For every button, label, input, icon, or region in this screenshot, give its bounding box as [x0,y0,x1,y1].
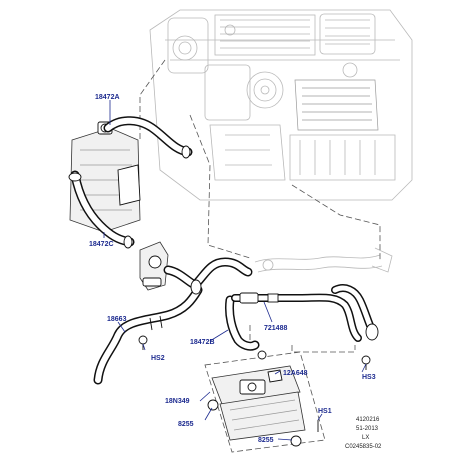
reference-line-3: LX [362,435,369,441]
hose-18472B [225,295,260,351]
reference-line-2: 51-2013 [356,426,379,432]
label-18472A: 18472A [95,94,120,101]
hvac-housing-illustration [149,9,413,273]
label-8255-upper: 8255 [178,421,194,428]
label-HS3: HS3 [362,374,376,381]
hose-18663 [93,285,203,385]
label-18N349: 18N349 [165,398,190,405]
label-18472C: 18472C [89,241,114,248]
label-18663: 18663 [107,316,127,323]
reference-block: 4120216 51-2013 LX C0245835-02 [345,417,382,450]
heater-assembly-18N349 [204,351,326,453]
label-12A648: 12A648 [283,370,308,377]
reference-line-4: C0245835-02 [345,444,382,450]
coolant-pump [139,241,169,291]
reference-line-1: 4120216 [356,417,380,423]
label-721488: 721488 [264,325,287,332]
callout-labels: 18472A 18472C 18663 HS2 18472B 721488 12… [89,94,376,444]
hose-18472C [68,170,135,249]
label-8255-lower: 8255 [258,437,274,444]
hose-upper-mid [163,257,253,295]
label-18472B: 18472B [190,339,215,346]
pipe-721488 [231,284,379,342]
hose-18472A [103,116,193,159]
label-HS1: HS1 [318,408,332,415]
clips-and-fasteners [138,335,371,447]
callout-leaders [103,100,367,441]
label-HS2: HS2 [151,355,165,362]
